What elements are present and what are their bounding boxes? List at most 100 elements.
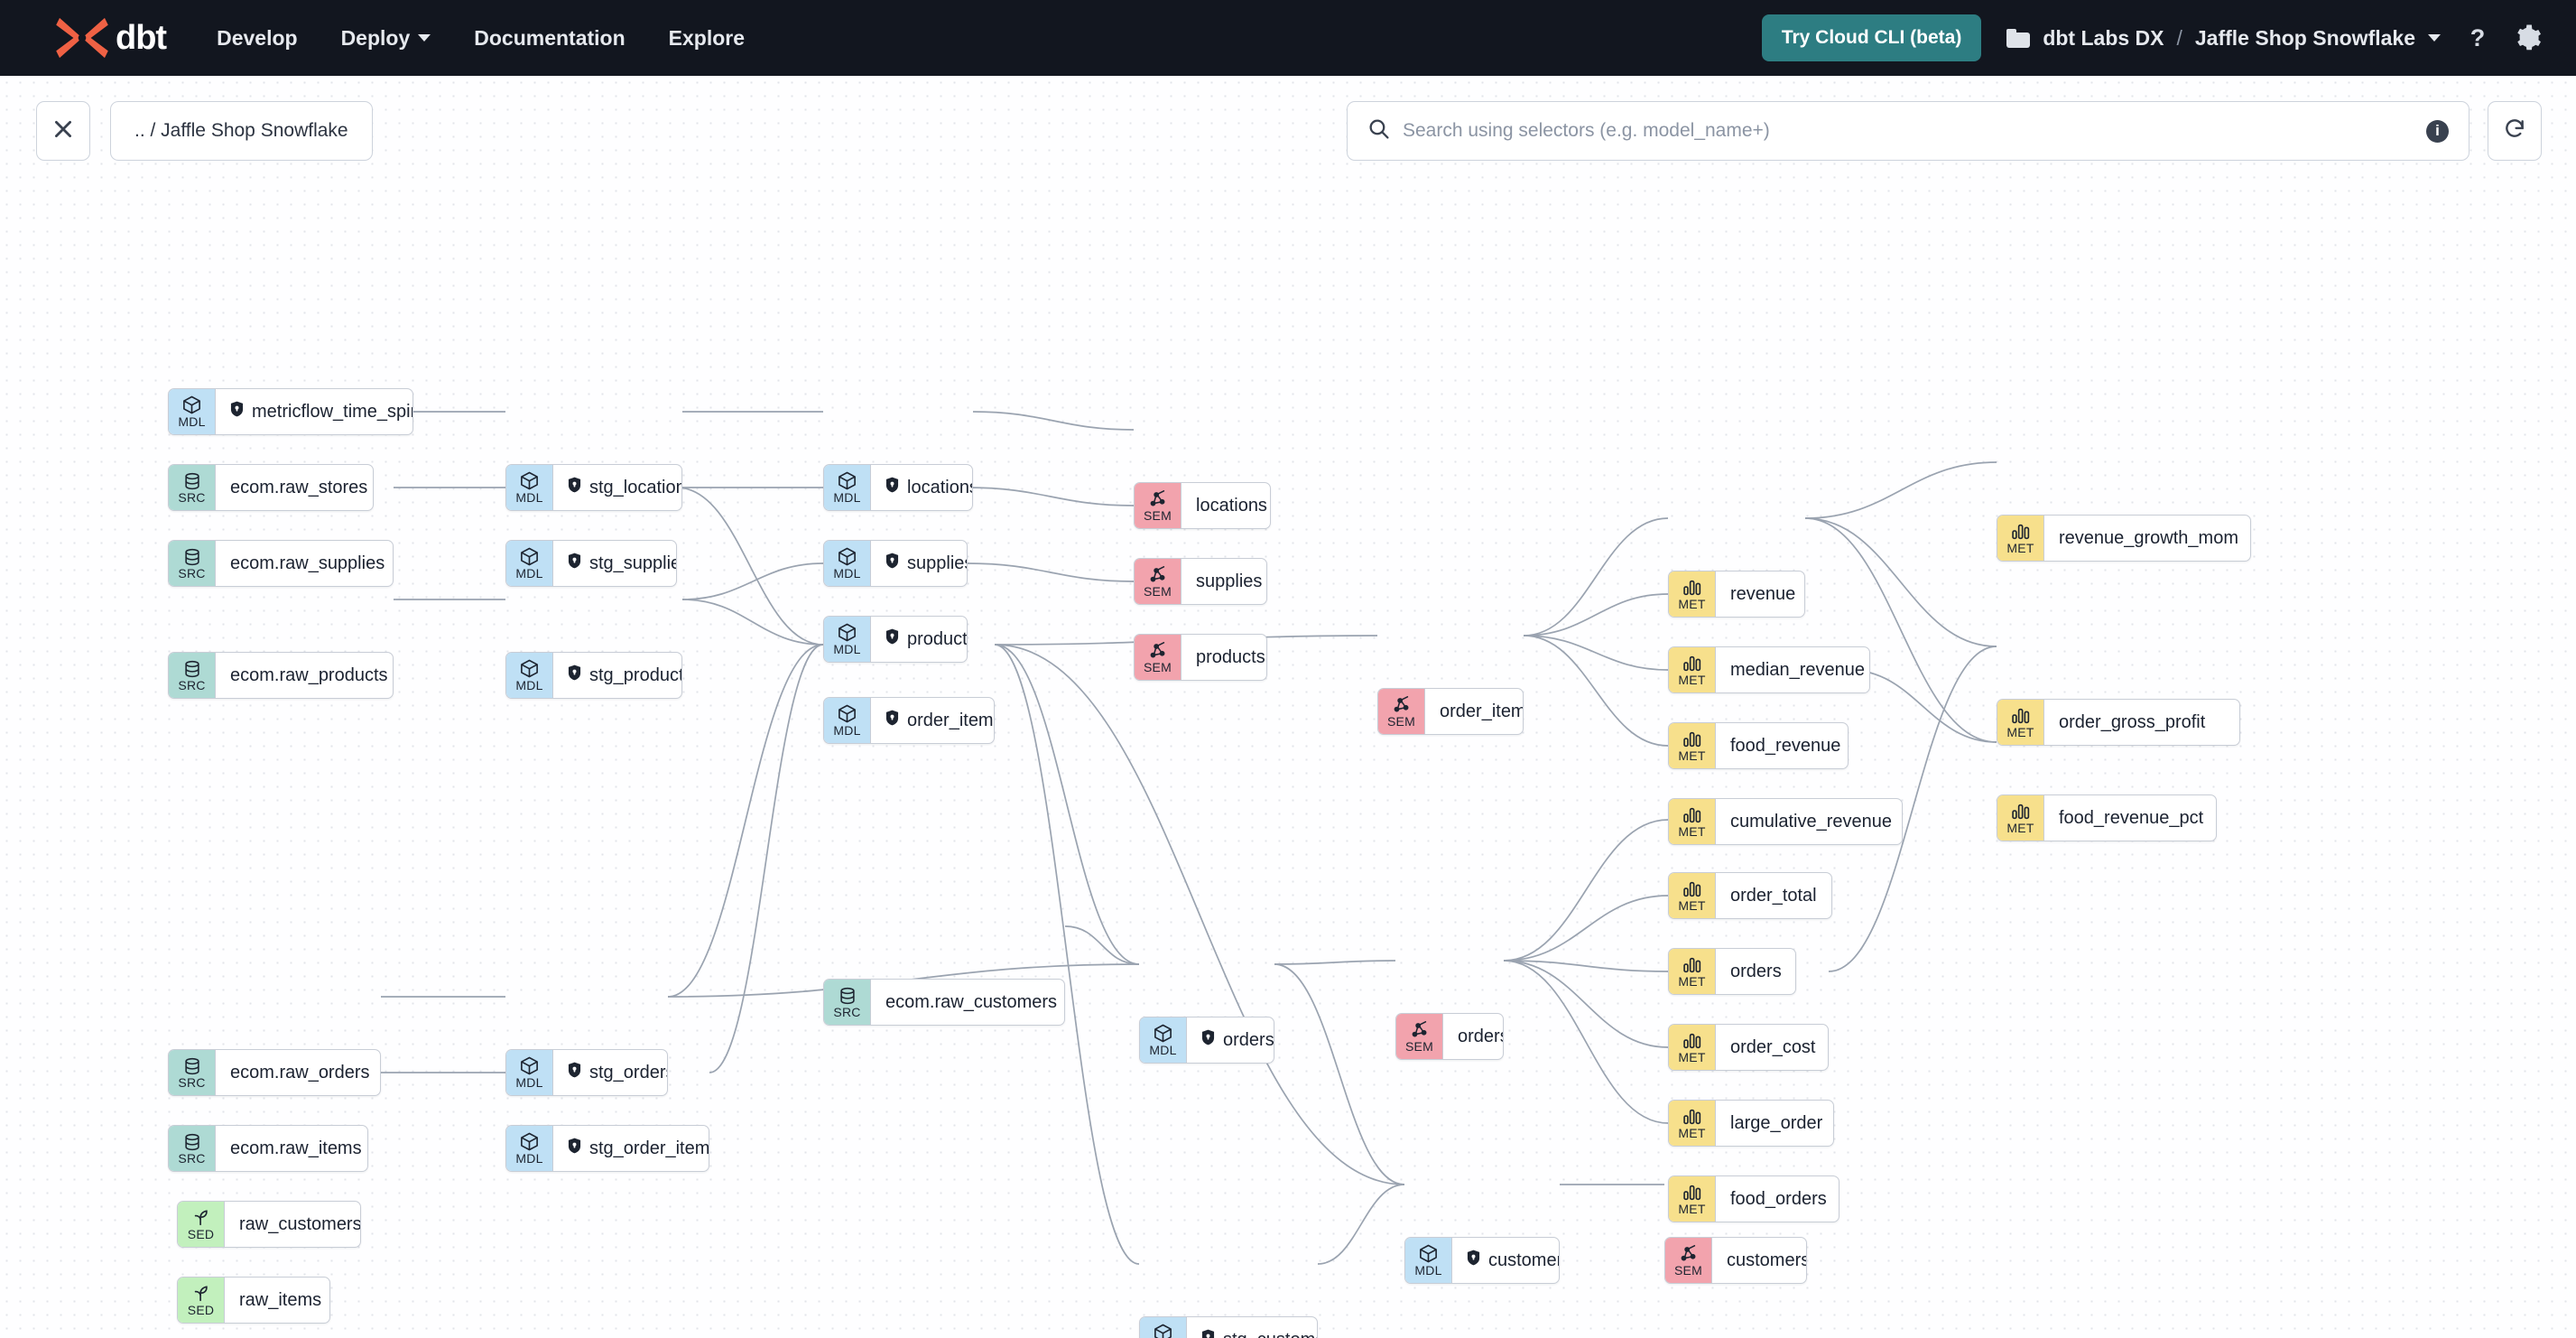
node-label-wrap: stg_customers	[1187, 1317, 1317, 1338]
node-label: orders	[1223, 1029, 1274, 1050]
lineage-edge	[1274, 963, 1405, 1185]
node-label: raw_customers	[239, 1213, 361, 1234]
lineage-edge	[1523, 517, 1669, 636]
graph-node-met_order_cost[interactable]: MET order_cost	[1668, 1024, 1829, 1071]
help-icon[interactable]: ?	[2466, 24, 2489, 51]
graph-node-mdl_customers[interactable]: MDLcustomers	[1404, 1237, 1560, 1284]
node-type-badge-sem: SEM	[1378, 689, 1425, 734]
close-button[interactable]	[36, 101, 90, 161]
node-label-wrap: stg_orders	[553, 1050, 667, 1095]
try-cloud-cli-button[interactable]: Try Cloud CLI (beta)	[1761, 14, 1982, 61]
lineage-edge	[1503, 819, 1669, 962]
sem-type-icon	[1679, 1244, 1699, 1263]
node-type-badge-mdl: MDL	[169, 389, 216, 434]
lineage-edge	[681, 562, 824, 600]
contract-shield-icon	[885, 553, 899, 574]
info-icon[interactable]: i	[2426, 119, 2449, 143]
lineage-edge	[1317, 1184, 1405, 1265]
node-label: order_total	[1730, 885, 1817, 906]
node-type-badge-sem: SEM	[1665, 1238, 1712, 1283]
refresh-button[interactable]	[2488, 101, 2542, 161]
graph-node-sem_orders[interactable]: SEMorders	[1395, 1013, 1504, 1060]
nav-link-develop[interactable]: Develop	[217, 26, 297, 51]
contract-shield-icon	[1201, 1329, 1215, 1338]
dbt-logo-icon	[54, 16, 110, 60]
top-navbar: dbt Develop Deploy Documentation Explore…	[0, 0, 2576, 76]
graph-node-src_raw_products[interactable]: SRC ecom.raw_products	[168, 652, 394, 699]
node-type-code: MDL	[833, 490, 861, 505]
node-type-badge-mdl: MDL	[506, 541, 553, 586]
search-input[interactable]	[1403, 120, 2426, 142]
src-type-icon	[182, 659, 202, 678]
nav-link-explore[interactable]: Explore	[669, 26, 745, 51]
node-type-badge-sem: SEM	[1135, 635, 1181, 680]
svg-text:?: ?	[2470, 24, 2486, 51]
node-label: products	[907, 628, 968, 649]
node-type-badge-sem: SEM	[1135, 559, 1181, 604]
nav-link-documentation[interactable]: Documentation	[474, 26, 625, 51]
node-type-code: MET	[2006, 725, 2034, 739]
account-project-breadcrumb[interactable]: dbt Labs DX / Jaffle Shop Snowflake	[2006, 26, 2441, 51]
dbt-brand[interactable]: dbt	[54, 16, 167, 60]
graph-node-mdl_products[interactable]: MDLproducts	[823, 616, 968, 663]
nav-link-deploy[interactable]: Deploy	[341, 26, 431, 51]
node-type-code: SRC	[178, 678, 206, 692]
breadcrumb[interactable]: .. / Jaffle Shop Snowflake	[110, 101, 373, 161]
node-label-wrap: raw_customers	[225, 1202, 361, 1247]
node-label: stg_order_items	[589, 1138, 709, 1158]
node-type-code: MET	[1678, 1050, 1706, 1064]
node-type-code: SEM	[1405, 1039, 1433, 1054]
contract-shield-icon	[885, 477, 899, 498]
gear-icon[interactable]	[2515, 24, 2542, 51]
node-label-wrap: customers	[1452, 1238, 1559, 1283]
node-label-wrap: order_cost	[1716, 1025, 1828, 1070]
node-type-badge-met: MET	[1669, 571, 1716, 617]
node-type-code: SED	[187, 1303, 215, 1317]
node-type-badge-src: SRC	[824, 980, 871, 1025]
met-type-icon	[1682, 879, 1702, 898]
sem-type-icon	[1148, 641, 1168, 660]
contract-shield-icon	[568, 664, 581, 686]
node-label-wrap: ecom.raw_products	[216, 653, 393, 698]
mdl-type-icon	[837, 623, 857, 642]
src-type-icon	[182, 1132, 202, 1151]
search-bar[interactable]: i	[1347, 101, 2469, 161]
mdl-type-icon	[519, 471, 540, 490]
node-type-code: SEM	[1387, 714, 1415, 729]
